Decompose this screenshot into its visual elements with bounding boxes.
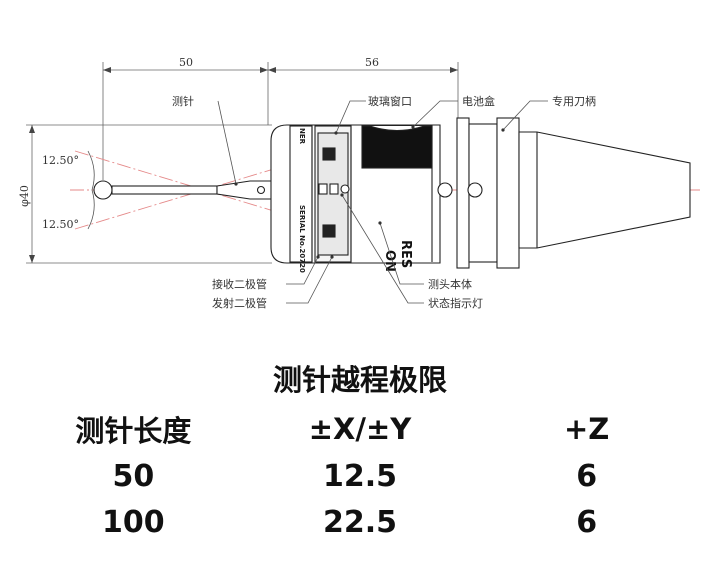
- header-z: +Z: [563, 412, 610, 446]
- angle-arcs: [87, 150, 95, 230]
- body-side-text: NER: [298, 128, 306, 145]
- front-marking-1: RES: [398, 240, 413, 268]
- dimension-arrowheads: [29, 67, 458, 263]
- callout-leaders: [217, 100, 548, 304]
- serial-marking: SERIAL No.20720: [298, 205, 306, 273]
- callout-tool-holder: 专用刀柄: [552, 94, 596, 108]
- callout-battery-box: 电池盒: [462, 94, 495, 108]
- angle-upper: 12.50°: [42, 154, 79, 167]
- callout-emit-diode: 发射二极管: [212, 296, 267, 310]
- dim-diameter: φ40: [18, 185, 31, 207]
- probe-body: [270, 124, 453, 264]
- stylus-ball: [93, 180, 113, 200]
- header-xy: ±X/±Y: [308, 412, 412, 446]
- stylus-limits-section: 测针越程极限 测针长度 ±X/±Y +Z 50 12.5 6 100 22.5 …: [20, 355, 700, 545]
- dim-50: 50: [179, 56, 193, 69]
- callout-dots: [234, 125, 505, 259]
- dimension-lines: [26, 62, 459, 264]
- limits-title: 测针越程极限: [272, 363, 447, 397]
- limits-table: 测针长度 ±X/±Y +Z 50 12.5 6 100 22.5 6: [20, 405, 700, 545]
- callout-stylus: 测针: [172, 94, 194, 108]
- header-stylus-length: 测针长度: [75, 414, 192, 448]
- table-header-row: 测针长度 ±X/±Y +Z: [20, 405, 700, 453]
- cell-length: 100: [102, 504, 165, 540]
- cell-z: 6: [576, 458, 598, 494]
- callout-status-light: 状态指示灯: [428, 296, 483, 310]
- table-row: 50 12.5 6: [20, 453, 700, 499]
- cell-xy: 22.5: [322, 504, 397, 540]
- table-row: 100 22.5 6: [20, 499, 700, 545]
- cell-z: 6: [576, 504, 598, 540]
- angle-lower: 12.50°: [42, 218, 79, 231]
- stylus: [93, 180, 273, 200]
- callout-receive-diode: 接收二极管: [212, 277, 267, 291]
- callout-probe-body: 测头本体: [428, 277, 472, 291]
- callout-glass-window: 玻璃窗口: [368, 94, 412, 108]
- dim-56: 56: [365, 56, 379, 69]
- probe-technical-drawing: 50 56 φ40 12.50° 12.50°: [18, 56, 700, 310]
- cell-length: 50: [112, 458, 155, 494]
- cell-xy: 12.5: [322, 458, 397, 494]
- tool-holder: [456, 117, 691, 269]
